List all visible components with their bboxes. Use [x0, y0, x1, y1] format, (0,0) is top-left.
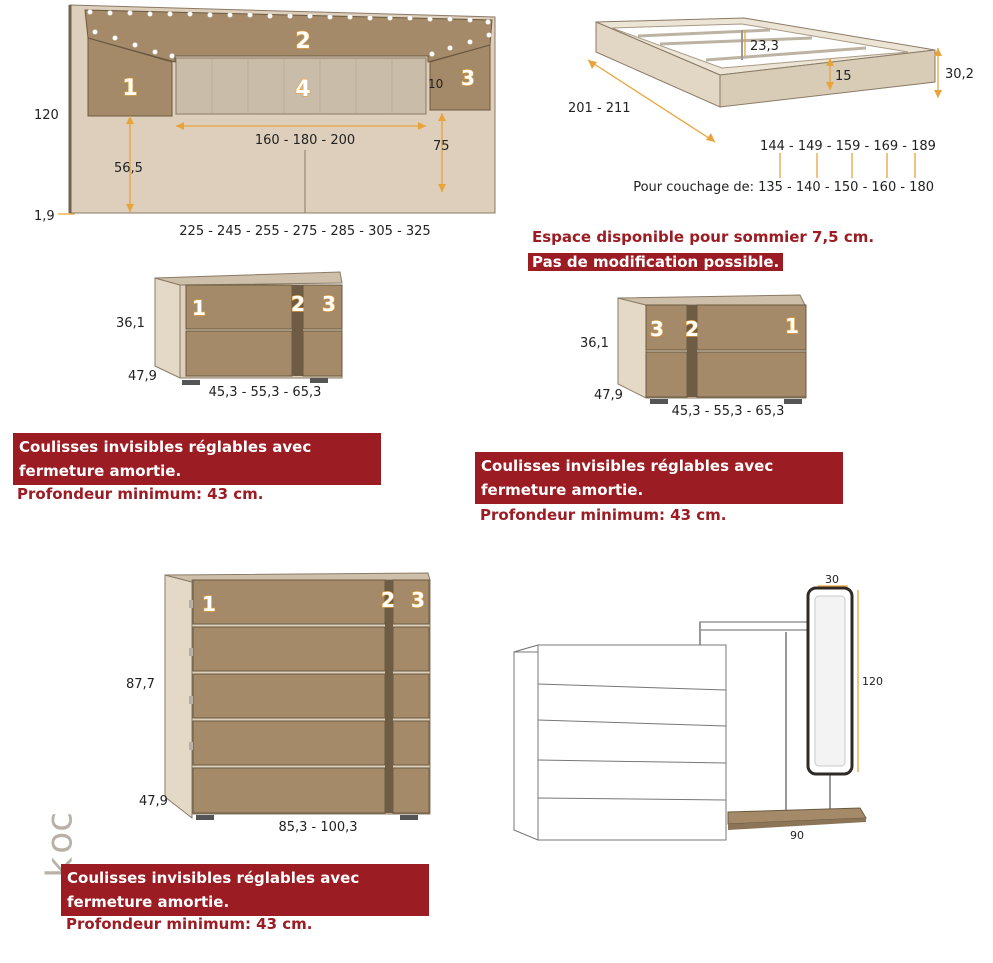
bed-length-dim: 201 - 211	[568, 101, 631, 116]
dresser-label-a: 1	[202, 592, 216, 616]
bed-couchage-dim: Pour couchage de: 135 - 140 - 150 - 160 …	[633, 180, 934, 195]
headboard-right-panel	[429, 44, 491, 111]
nightstand-right-label-a: 3	[650, 317, 664, 341]
dresser-sub: Profondeur minimum: 43 cm.	[66, 915, 313, 933]
mirror-valet-drawing	[513, 585, 867, 841]
nightstand-right-sub: Profondeur minimum: 43 cm.	[480, 506, 727, 524]
bed-note: Espace disponible pour sommier 7,5 cm. P…	[528, 225, 878, 275]
bed-note-line2: Pas de modification possible.	[528, 253, 784, 271]
dresser-label-b: 2	[381, 588, 395, 612]
mirror-height-dim: 120	[862, 675, 883, 688]
nightstand-left-width-dim: 45,3 - 55,3 - 65,3	[209, 385, 322, 400]
nightstand-right-drawing	[617, 294, 807, 404]
headboard-label-right: 3	[461, 66, 475, 90]
headboard-label-center: 4	[295, 77, 310, 102]
nightstand-left-label-a: 1	[192, 296, 206, 320]
bed-frame-drawing	[587, 17, 942, 178]
dresser-width-dim: 85,3 - 100,3	[278, 820, 357, 835]
mirror-base-dim: 90	[790, 829, 804, 842]
bed-note-line1: Espace disponible pour sommier 7,5 cm.	[532, 228, 875, 246]
bed-height-dim: 30,2	[945, 67, 974, 82]
headboard-left-panel	[87, 37, 173, 117]
bed-inner-dim: 15	[835, 69, 852, 84]
nightstand-right-width-dim: 45,3 - 55,3 - 65,3	[672, 404, 785, 419]
headboard-label-left: 1	[122, 76, 137, 101]
dresser-label-c: 3	[411, 588, 425, 612]
led-strip	[87, 9, 492, 59]
nightstand-right-depth-dim: 47,9	[594, 388, 623, 403]
headboard-drawing	[58, 4, 496, 215]
headboard-center-height-dim: 75	[433, 139, 450, 154]
dresser-note: Coulisses invisibles réglables avec ferm…	[61, 864, 429, 916]
bed-slat-dim: 23,3	[750, 39, 779, 54]
nightstand-right-height-dim: 36,1	[580, 336, 609, 351]
headboard-label-top: 2	[295, 29, 310, 54]
headboard-panel-height-dim: 56,5	[114, 161, 143, 176]
dresser-depth-dim: 47,9	[139, 794, 168, 809]
nightstand-left-note: Coulisses invisibles réglables avec ferm…	[13, 433, 381, 485]
nightstand-left-height-dim: 36,1	[116, 316, 145, 331]
nightstand-left-label-b: 2	[291, 292, 305, 316]
bed-widths-dim: 144 - 149 - 159 - 169 - 189	[760, 139, 936, 154]
headboard-gap-dim: 10	[428, 77, 443, 91]
nightstand-right-label-c: 1	[785, 314, 799, 338]
nightstand-left-label-c: 3	[322, 292, 336, 316]
nightstand-left-depth-dim: 47,9	[128, 369, 157, 384]
headboard-center-width-dim: 160 - 180 - 200	[255, 133, 355, 148]
dresser-drawing	[164, 572, 431, 820]
dresser-height-dim: 87,7	[126, 677, 155, 692]
headboard-total-width-dim: 225 - 245 - 255 - 275 - 285 - 305 - 325	[179, 224, 430, 239]
mirror-top-dim: 30	[825, 573, 839, 586]
nightstand-right-note: Coulisses invisibles réglables avec ferm…	[475, 452, 843, 504]
headboard-base-dim: 1,9	[34, 209, 55, 224]
headboard-center-panel	[175, 57, 427, 115]
nightstand-left-drawing	[154, 271, 343, 385]
headboard-height-dim: 120	[34, 108, 59, 123]
nightstand-right-label-b: 2	[685, 317, 699, 341]
nightstand-left-sub: Profondeur minimum: 43 cm.	[17, 485, 264, 503]
